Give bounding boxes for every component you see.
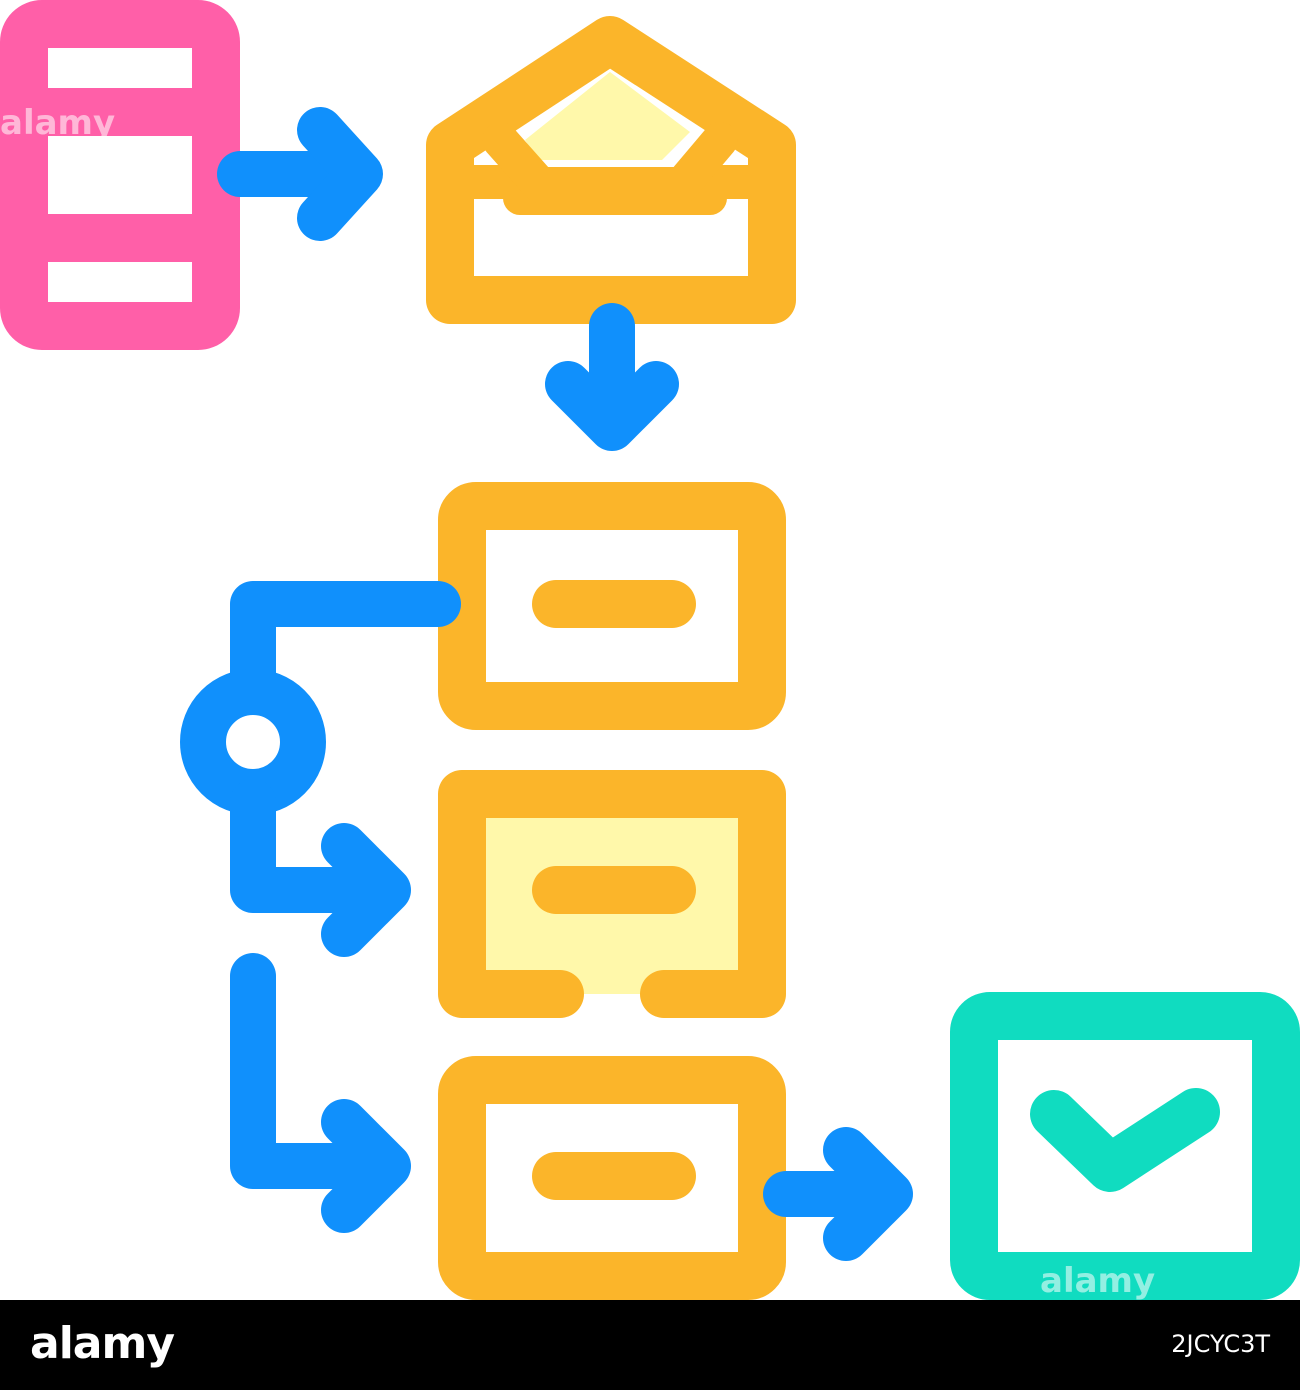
task-box-1 <box>438 482 786 730</box>
loop-connector <box>230 953 411 1233</box>
branch-connector <box>180 581 461 957</box>
list-document-icon <box>0 0 240 350</box>
workflow-diagram: alamy alamy <box>0 0 1300 1300</box>
task-box-2 <box>438 770 786 1018</box>
watermark: alamy alamy <box>0 103 1155 1300</box>
task-box-3 <box>438 1056 786 1300</box>
footer-bar: alamy 2JCYC3T <box>0 1300 1300 1390</box>
arrow-right-icon <box>763 1127 913 1261</box>
arrow-down-icon <box>545 303 679 451</box>
watermark-text: alamy <box>0 103 115 143</box>
watermark-text: alamy <box>1040 1261 1155 1300</box>
arrow-right-icon <box>217 107 383 241</box>
image-id: 2JCYC3T <box>1171 1330 1270 1358</box>
checkmark-icon <box>950 992 1300 1300</box>
open-envelope-icon <box>426 16 796 324</box>
footer-logo: alamy <box>30 1318 175 1369</box>
